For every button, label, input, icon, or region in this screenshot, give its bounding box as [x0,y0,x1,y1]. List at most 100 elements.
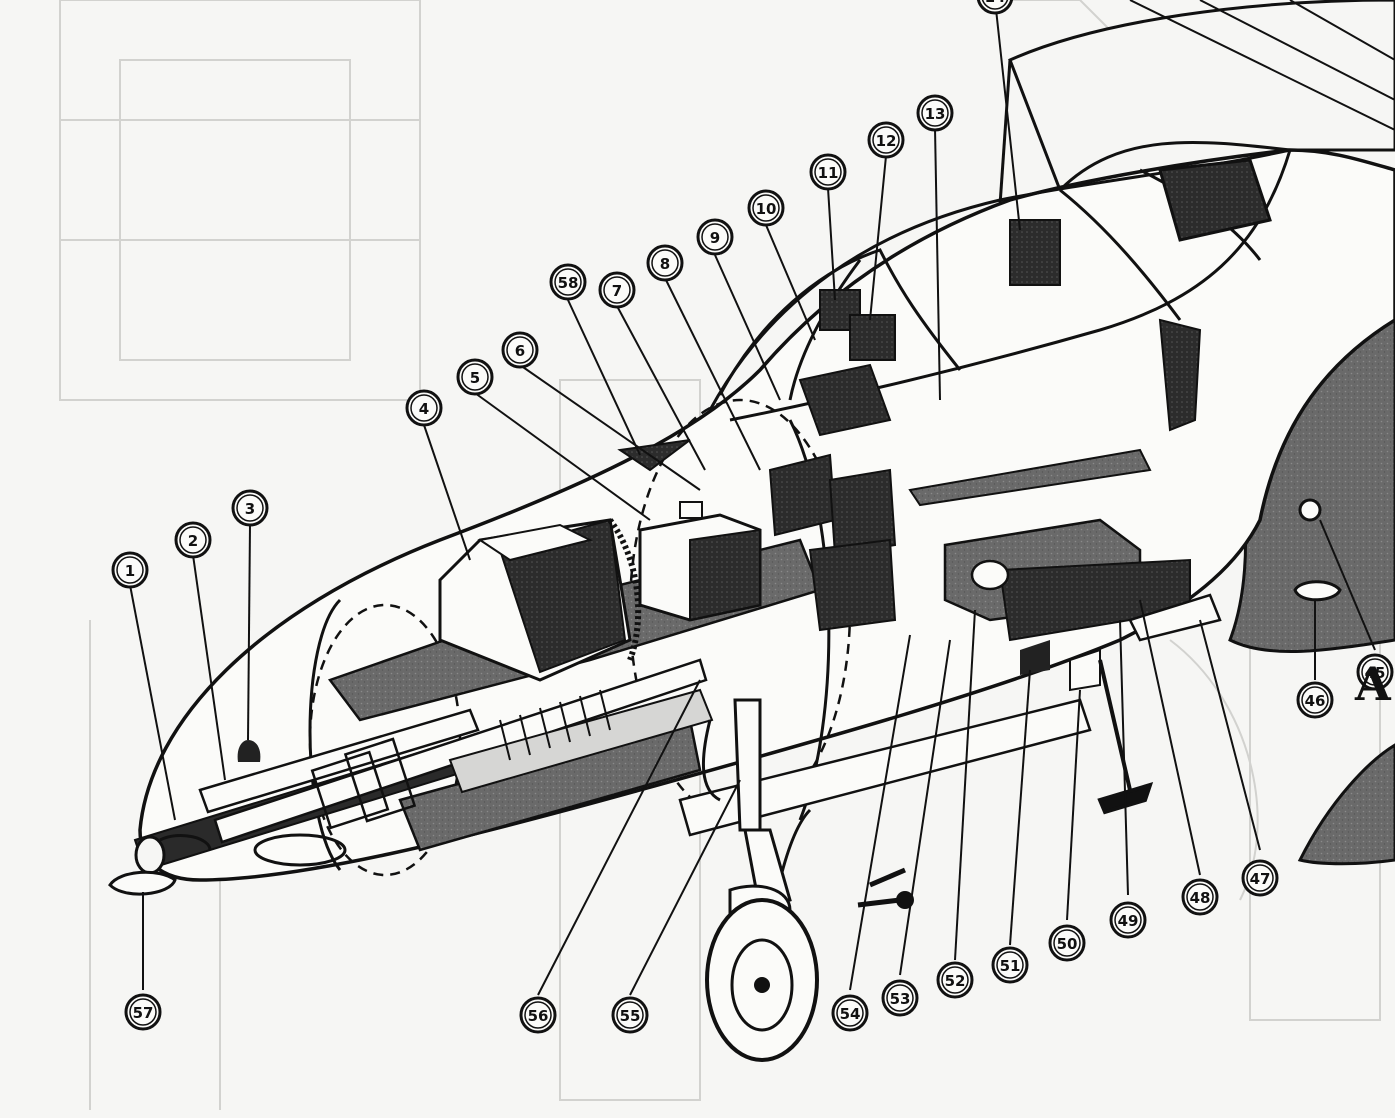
callout-ring [174,521,212,559]
aft-equipment-bay [943,518,1222,692]
callout-1: 1 [111,551,149,589]
callout-number: 8 [660,255,670,273]
callout-ring [1356,653,1394,691]
callout-markers: 1234567891011121314454647484950515253545… [111,0,1394,1034]
callout-6: 6 [501,331,539,369]
callout-51: 51 [991,946,1029,984]
callout-ring [1241,859,1279,897]
callout-number: 57 [133,1004,154,1022]
callout-ring [519,996,557,1034]
callout-inner-ring [116,556,144,584]
callout-ring [976,0,1014,15]
callout-number: 5 [470,369,480,387]
battery [638,501,762,622]
callout-ring [405,389,443,427]
callout-ring [549,263,587,301]
callout-53: 53 [881,979,919,1017]
callout-inner-ring [554,268,582,296]
callout-number: 6 [515,342,525,360]
callout-number: 7 [612,282,622,300]
callout-inner-ring [752,194,780,222]
callout-7: 7 [598,271,636,309]
callout-ring [916,94,954,132]
callout-number: 51 [1000,957,1021,975]
callout-48: 48 [1181,878,1219,916]
callout-number: 9 [710,229,720,247]
callout-number: 50 [1057,935,1078,953]
callout-ring [611,996,649,1034]
callout-ring [456,358,494,396]
callout-8: 8 [646,244,684,282]
callout-2: 2 [174,521,212,559]
callout-number: 54 [840,1005,861,1023]
callout-number: 52 [945,972,966,990]
callout-50: 50 [1048,924,1086,962]
callout-54: 54 [831,994,869,1032]
callout-10: 10 [747,189,785,227]
callout-inner-ring [1361,658,1389,686]
callout-inner-ring [981,0,1009,10]
radio-equipment [617,439,897,632]
callout-4: 4 [405,389,443,427]
callout-number: 3 [245,500,255,518]
callout-number: 12 [876,132,897,150]
callout-ring [747,189,785,227]
machine-guns [133,658,714,875]
callout-inner-ring [461,363,489,391]
callout-number: 14 [985,0,1006,6]
callout-inner-ring [814,158,842,186]
callout-number: 2 [188,532,198,550]
callout-inner-ring [603,276,631,304]
callout-number: 58 [558,274,579,292]
callout-number: 13 [925,105,946,123]
callout-inner-ring [996,951,1024,979]
callout-11: 11 [809,153,847,191]
instrument-panel [798,219,1202,507]
callout-inner-ring [886,984,914,1012]
callout-number: 1 [125,562,135,580]
callout-46: 46 [1296,681,1334,719]
callout-inner-ring [506,336,534,364]
leader-lines [129,0,1376,996]
callout-inner-ring [1114,906,1142,934]
callout-ring [809,153,847,191]
callout-number: 53 [890,990,911,1008]
callout-inner-ring [129,998,157,1026]
callout-49: 49 [1109,901,1147,939]
callout-55: 55 [611,996,649,1034]
callout-inner-ring [1301,686,1329,714]
callout-number: 45 [1365,664,1386,682]
callout-inner-ring [179,526,207,554]
callout-57: 57 [124,993,162,1031]
callout-inner-ring [921,99,949,127]
callout-number: 47 [1250,870,1271,888]
callout-number: 46 [1305,692,1326,710]
callout-ring [696,218,734,256]
callout-ring [1296,681,1334,719]
callout-number: 49 [1118,912,1139,930]
callout-ring [881,979,919,1017]
callout-inner-ring [872,126,900,154]
callout-number: 55 [620,1007,641,1025]
callout-ring [1048,924,1086,962]
callout-56: 56 [519,996,557,1034]
callout-14: 14 [976,0,1014,15]
callout-inner-ring [616,1001,644,1029]
callout-ring [598,271,636,309]
callout-inner-ring [651,249,679,277]
callout-number: 56 [528,1007,549,1025]
callout-inner-ring [941,966,969,994]
pitot-and-lights [108,498,1342,909]
nose-landing-gear [701,698,819,1062]
callout-ring [1109,901,1147,939]
callout-ring [231,489,269,527]
callout-number: 48 [1190,889,1211,907]
callout-13: 13 [916,94,954,132]
callout-12: 12 [867,121,905,159]
callout-inner-ring [410,394,438,422]
callout-ring [1181,878,1219,916]
callout-5: 5 [456,358,494,396]
callout-3: 3 [231,489,269,527]
